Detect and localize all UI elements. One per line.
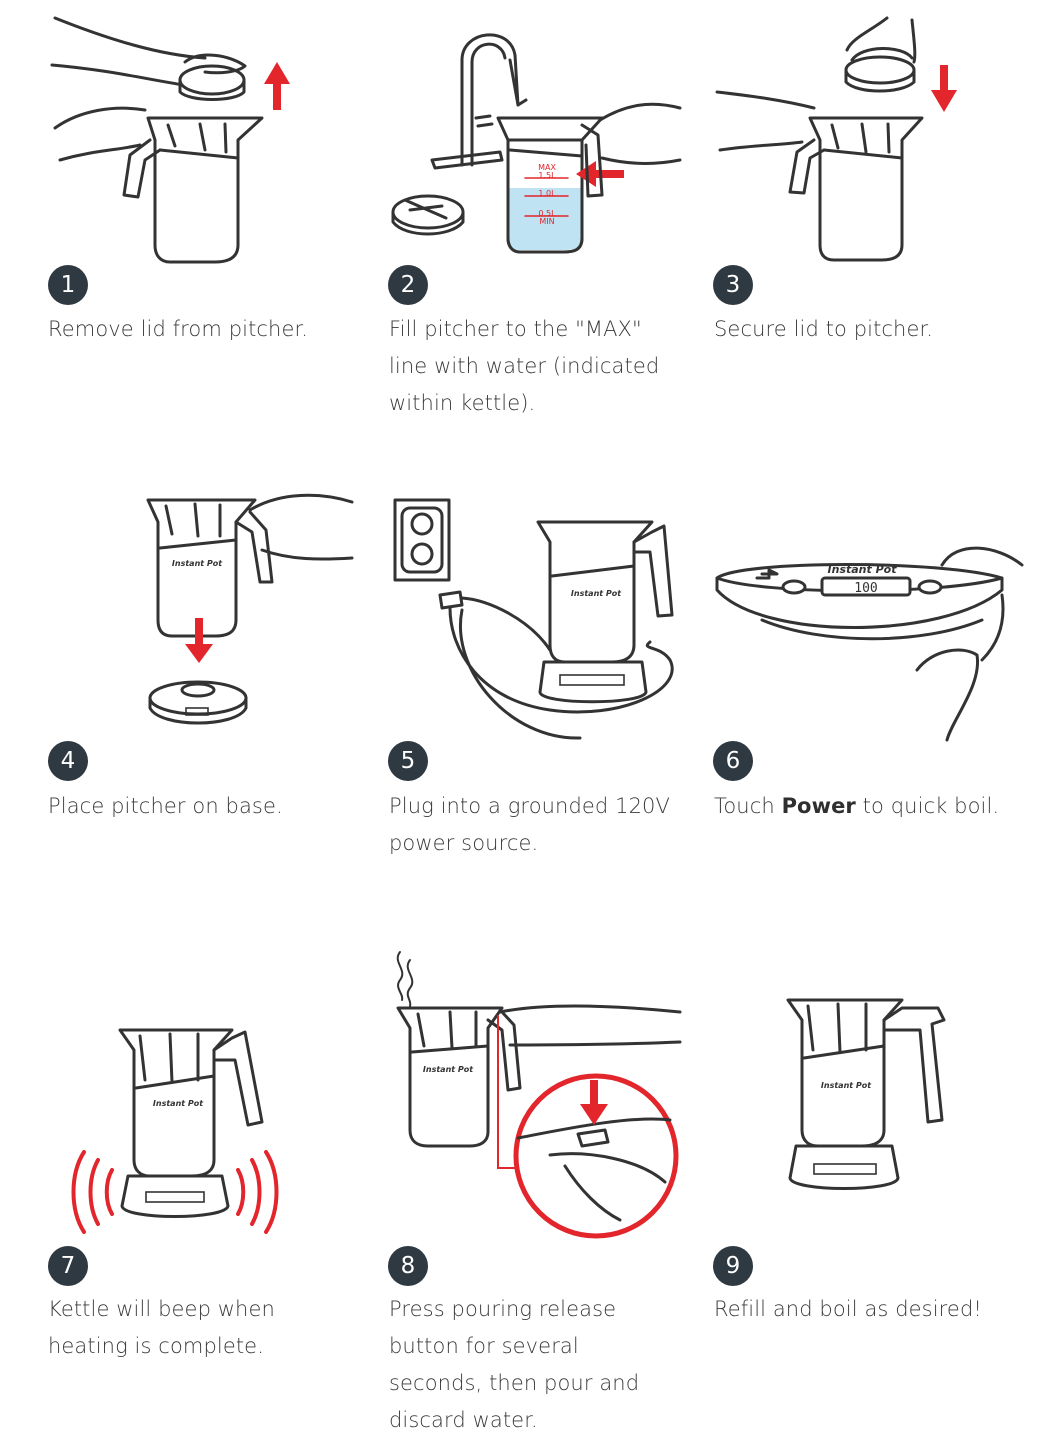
fill-label-min: MIN (539, 217, 554, 226)
arrow-up-icon (273, 80, 281, 110)
water-fill (509, 188, 581, 250)
step-caption: Fill pitcher to the "MAX" line with wate… (389, 317, 660, 415)
brand-logo: Instant Pot (821, 1081, 872, 1090)
step-caption: Press pouring release button for several… (389, 1297, 640, 1432)
arrow-down-icon (195, 618, 203, 648)
sound-waves-left-icon (104, 1168, 114, 1216)
step-number-badge: 2 (388, 265, 428, 305)
fill-label-10: 1.0L (538, 189, 556, 198)
step-number-badge: 4 (48, 741, 88, 781)
lid (391, 194, 465, 230)
step-5-illustration: Instant Pot (393, 498, 674, 740)
step-4-illustration: Instant Pot (146, 493, 354, 725)
step-5: Instant Pot 5 Plug into a grounded 120V … (350, 470, 702, 920)
arrow-left-icon (594, 170, 624, 178)
brand-logo: Instant Pot (153, 1099, 204, 1108)
step-6-illustration: Instant Pot 100 (715, 546, 1024, 742)
step-2: MAX 1.5L 1.0L 0.5L MIN 2 Fill pitcher to… (350, 0, 702, 470)
step-8-illustration: Instant Pot (396, 951, 682, 1239)
step-number-badge: 8 (388, 1246, 428, 1286)
step-1: 1 Remove lid from pitcher. (0, 0, 350, 470)
step-number-badge: 5 (388, 741, 428, 781)
step-number-badge: 9 (713, 1246, 753, 1286)
step-number-badge: 7 (48, 1246, 88, 1286)
brand-logo: Instant Pot (828, 563, 898, 576)
sound-waves-right-icon (236, 1168, 246, 1216)
step-caption: Remove lid from pitcher. (48, 317, 309, 341)
step-1-illustration (50, 16, 290, 264)
brand-logo: Instant Pot (172, 559, 223, 568)
step-3-illustration (715, 16, 957, 262)
step-9: Instant Pot 9 Refill and boil as desired… (702, 920, 1054, 1440)
step-3: 3 Secure lid to pitcher. (702, 0, 1054, 470)
step-9-illustration: Instant Pot (786, 998, 946, 1190)
step-caption: Kettle will beep when heating is complet… (48, 1297, 275, 1358)
step-4: Instant Pot 4 Place pitcher on base. (0, 470, 354, 920)
step-8: Instant Pot 8 Press pouring release butt… (350, 920, 702, 1440)
step-number-badge: 3 (713, 265, 753, 305)
steam-icon (396, 951, 404, 1001)
step-6: Instant Pot 100 6 Touch Power to quick b… (702, 470, 1054, 920)
step-number-badge: 6 (713, 741, 753, 781)
step-caption: Plug into a grounded 120V power source. (389, 794, 670, 855)
step-caption: Refill and boil as desired! (714, 1297, 982, 1321)
fill-label-15: 1.5L (538, 171, 556, 180)
brand-logo: Instant Pot (571, 589, 622, 598)
step-caption: Secure lid to pitcher. (714, 317, 934, 341)
fill-label-05: 0.5L (538, 209, 556, 218)
step-caption: Place pitcher on base. (48, 794, 283, 818)
arrow-down-icon (590, 1080, 598, 1108)
step-number-badge: 1 (48, 265, 88, 305)
display-readout: 100 (854, 581, 877, 596)
arrow-down-icon (940, 65, 948, 93)
step-2-illustration: MAX 1.5L 1.0L 0.5L MIN (391, 33, 682, 254)
step-caption: Touch Power to quick boil. (714, 794, 1000, 818)
step-7: Instant Pot 7 Kettle will beep when heat… (0, 920, 350, 1440)
fill-label-max: MAX (538, 163, 556, 172)
brand-logo: Instant Pot (423, 1065, 474, 1074)
lid (844, 55, 916, 85)
step-7-illustration: Instant Pot (71, 1028, 279, 1234)
